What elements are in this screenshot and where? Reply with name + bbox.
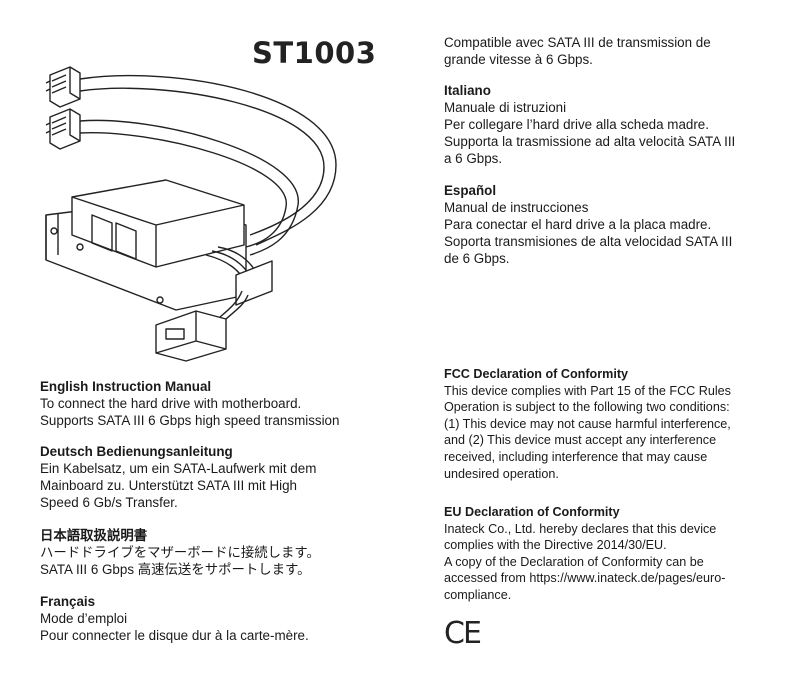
text-line: Pour connecter le disque dur à la carte-… [40,628,309,643]
text-line: Ein Kabelsatz, um ein SATA-Laufwerk mit … [40,461,317,476]
section-heading: Español [444,183,497,198]
text-line: Operation is subject to the following tw… [444,400,730,415]
text-line: compliance. [444,587,512,602]
text-line: Supporta la trasmissione ad alta velocit… [444,134,736,149]
text-line: Para conectar el hard drive a la placa m… [444,217,712,232]
text-line: grande vitesse à 6 Gbps. [444,52,593,67]
page-title: ST1003 [252,36,377,70]
text-line: de 6 Gbps. [444,251,510,266]
text-line: Per collegare l’hard drive alla scheda m… [444,117,709,132]
francais-continued: Compatible avec SATA III de transmission… [444,34,711,68]
text-line: and (2) This device must accept any inte… [444,433,717,448]
text-line: Manuale di istruzioni [444,100,567,115]
sata-connector-lower [45,108,81,150]
text-line: Speed 6 Gb/s Transfer. [40,495,178,510]
section-heading: Italiano [444,83,491,98]
text-line: Soporta transmisiones de alta velocidad … [444,234,733,249]
section-heading: EU Declaration of Conformity [444,505,620,519]
eu-section: EU Declaration of Conformity Inateck Co.… [444,504,725,604]
italiano-section: Italiano Manuale di istruzioni Per colle… [444,82,735,167]
text-line: received, including interference that ma… [444,449,708,464]
section-heading: FCC Declaration of Conformity [444,367,629,381]
text-line: undesired operation. [444,466,559,481]
text-line: Supports SATA III 6 Gbps high speed tran… [40,413,340,428]
text-line: To connect the hard drive with motherboa… [40,396,302,411]
text-line: accessed from https://www.inateck.de/pag… [444,571,726,586]
francais-section: Français Mode d’emploi Pour connecter le… [40,593,309,644]
sata-connector-upper [45,66,81,108]
text-line: Mode d’emploi [40,611,128,626]
text-line: This device complies with Part 15 of the… [444,383,731,398]
section-heading: Deutsch Bedienungsanleitung [40,444,233,459]
text-line: A copy of the Declaration of Conformity … [444,554,704,569]
section-heading: 日本語取扱説明書 [40,528,148,543]
product-illustration [45,66,337,362]
english-section: English Instruction Manual To connect th… [40,378,339,429]
section-heading: English Instruction Manual [40,379,212,394]
ce-mark-icon: CE [444,616,482,651]
text-line: Mainboard zu. Unterstützt SATA III mit H… [40,478,297,493]
section-heading: Français [40,594,96,609]
deutsch-section: Deutsch Bedienungsanleitung Ein Kabelsat… [40,443,316,511]
espanol-section: Español Manual de instrucciones Para con… [444,182,732,267]
text-line: SATA III 6 Gbps 高速伝送をサポートします。 [40,562,311,577]
text-line: (1) This device may not cause harmful in… [444,416,731,431]
text-line: complies with the Directive 2014/30/EU. [444,538,667,553]
text-line: Inateck Co., Ltd. hereby declares that t… [444,521,717,536]
japanese-section: 日本語取扱説明書 ハードドライブをマザーボードに接続します。 SATA III … [40,527,320,578]
fcc-section: FCC Declaration of Conformity This devic… [444,366,731,482]
text-line: Compatible avec SATA III de transmission… [444,35,711,50]
text-line: Manual de instrucciones [444,200,589,215]
text-line: ハードドライブをマザーボードに接続します。 [40,545,320,560]
text-line: a 6 Gbps. [444,151,503,166]
